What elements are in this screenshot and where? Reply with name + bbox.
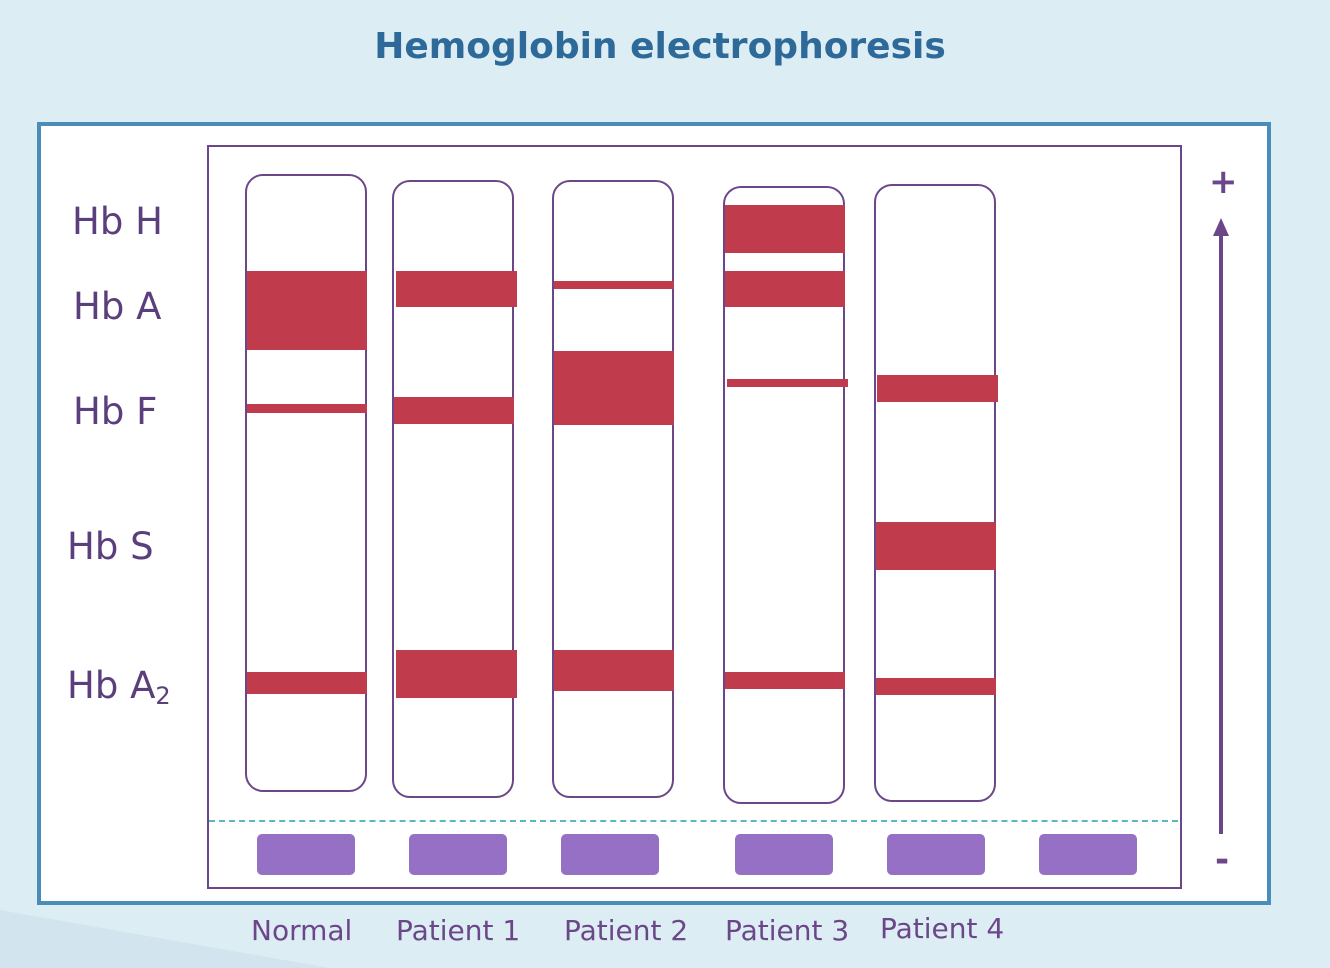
- band-normal-hb-f: [247, 404, 367, 413]
- sample-well: [735, 834, 833, 875]
- band-normal-hb-a2: [247, 672, 367, 694]
- lane-normal: [245, 174, 367, 792]
- label-hb-f: Hb F: [73, 390, 158, 433]
- band-patient-4-hb-f: [877, 375, 998, 402]
- sample-well: [409, 834, 507, 875]
- diagram-title: Hemoglobin electrophoresis: [374, 26, 946, 67]
- band-patient-3-hb-f: [727, 379, 848, 387]
- lane-patient-2: [552, 180, 674, 798]
- label-hb-a: Hb A: [73, 285, 162, 328]
- band-patient-1-hb-a: [396, 271, 517, 307]
- lane-label-patient-1: Patient 1: [396, 914, 521, 947]
- sample-well: [887, 834, 985, 875]
- lane-label-normal: Normal: [251, 914, 353, 947]
- band-patient-2-hb-f: [554, 351, 674, 425]
- label-hb-a2: Hb A2: [67, 664, 171, 710]
- band-patient-2-hb-a: [554, 281, 674, 289]
- band-patient-3-hb-a2: [725, 672, 845, 689]
- migration-arrow-icon: [1213, 218, 1229, 834]
- negative-sign: -: [1215, 840, 1230, 880]
- label-hb-s: Hb S: [67, 525, 154, 568]
- band-patient-1-hb-f: [394, 397, 514, 424]
- band-patient-1-hb-a2: [396, 650, 517, 698]
- origin-line: [209, 820, 1178, 822]
- band-patient-4-hb-s: [876, 522, 996, 570]
- gel-box: [207, 145, 1182, 889]
- sample-well: [1039, 834, 1137, 875]
- band-patient-2-hb-a2: [554, 650, 674, 691]
- positive-sign: +: [1209, 162, 1238, 202]
- band-patient-3-hb-a: [725, 271, 845, 307]
- band-patient-4-hb-a2: [876, 678, 996, 695]
- lane-label-patient-2: Patient 2: [564, 914, 689, 947]
- sample-well: [561, 834, 659, 875]
- band-patient-3-hb-h: [725, 205, 845, 253]
- sample-well: [257, 834, 355, 875]
- label-hb-h: Hb H: [72, 200, 163, 243]
- lane-patient-4: [874, 184, 996, 802]
- lane-label-patient-4: Patient 4: [880, 912, 1005, 945]
- band-normal-hb-a: [247, 271, 367, 350]
- lane-label-patient-3: Patient 3: [725, 914, 850, 947]
